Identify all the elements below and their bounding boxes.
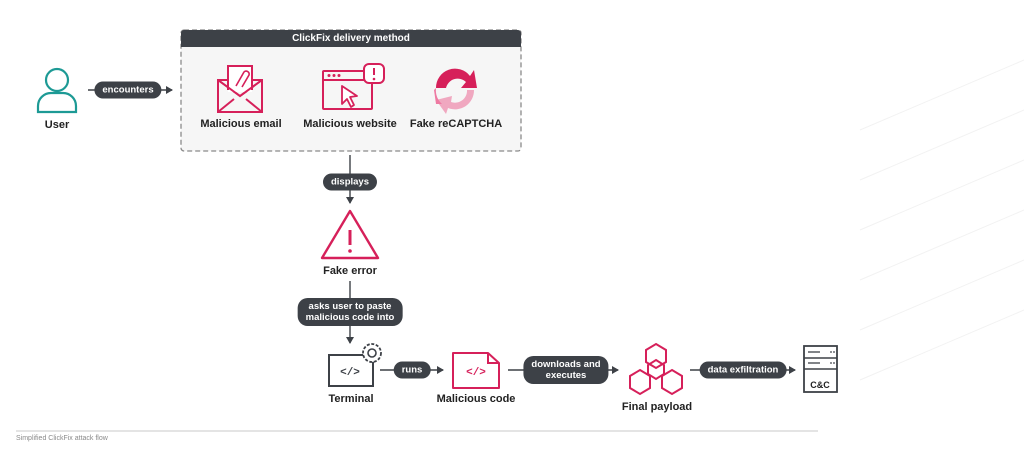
malicious-website-label: Malicious website	[303, 118, 397, 130]
recaptcha-icon	[434, 68, 477, 114]
delivery-method-box	[180, 29, 522, 152]
asks-user-pill: asks user to paste malicious code into	[297, 298, 403, 326]
envelope-paperclip-icon	[217, 65, 263, 113]
cc-label: C&C	[810, 380, 830, 390]
displays-pill: displays	[322, 173, 378, 191]
code-file-icon: </>	[452, 352, 500, 389]
browser-cursor-alert-icon	[322, 63, 385, 110]
fake-error-label: Fake error	[323, 265, 377, 277]
encounters-pill: encounters	[94, 81, 162, 99]
asks-user-line1: asks user to paste	[308, 301, 392, 312]
asks-user-line2: malicious code into	[305, 312, 395, 323]
downloads-line2: executes	[545, 370, 587, 381]
final-payload-label: Final payload	[621, 401, 693, 413]
delivery-box-title: ClickFix delivery method	[181, 30, 521, 47]
user-label: User	[44, 119, 70, 131]
downloads-pill: downloads and executes	[523, 356, 609, 384]
biohazard-icon	[629, 342, 683, 396]
exfiltration-pill: data exfiltration	[699, 361, 787, 379]
svg-text:</>: </>	[340, 367, 360, 379]
downloads-line1: downloads and	[531, 359, 601, 370]
runs-pill: runs	[393, 361, 431, 379]
background-decoration	[859, 59, 1024, 381]
malicious-email-label: Malicious email	[200, 118, 282, 130]
user-icon	[36, 67, 78, 114]
fake-recaptcha-label: Fake reCAPTCHA	[409, 118, 503, 130]
terminal-label: Terminal	[328, 393, 374, 405]
warning-triangle-icon	[320, 209, 380, 260]
malicious-code-label: Malicious code	[436, 393, 516, 405]
terminal-icon: </>	[328, 343, 382, 387]
figure-caption: Simplified ClickFix attack flow	[16, 435, 108, 442]
server-icon	[803, 345, 838, 393]
svg-text:</>: </>	[466, 367, 486, 379]
